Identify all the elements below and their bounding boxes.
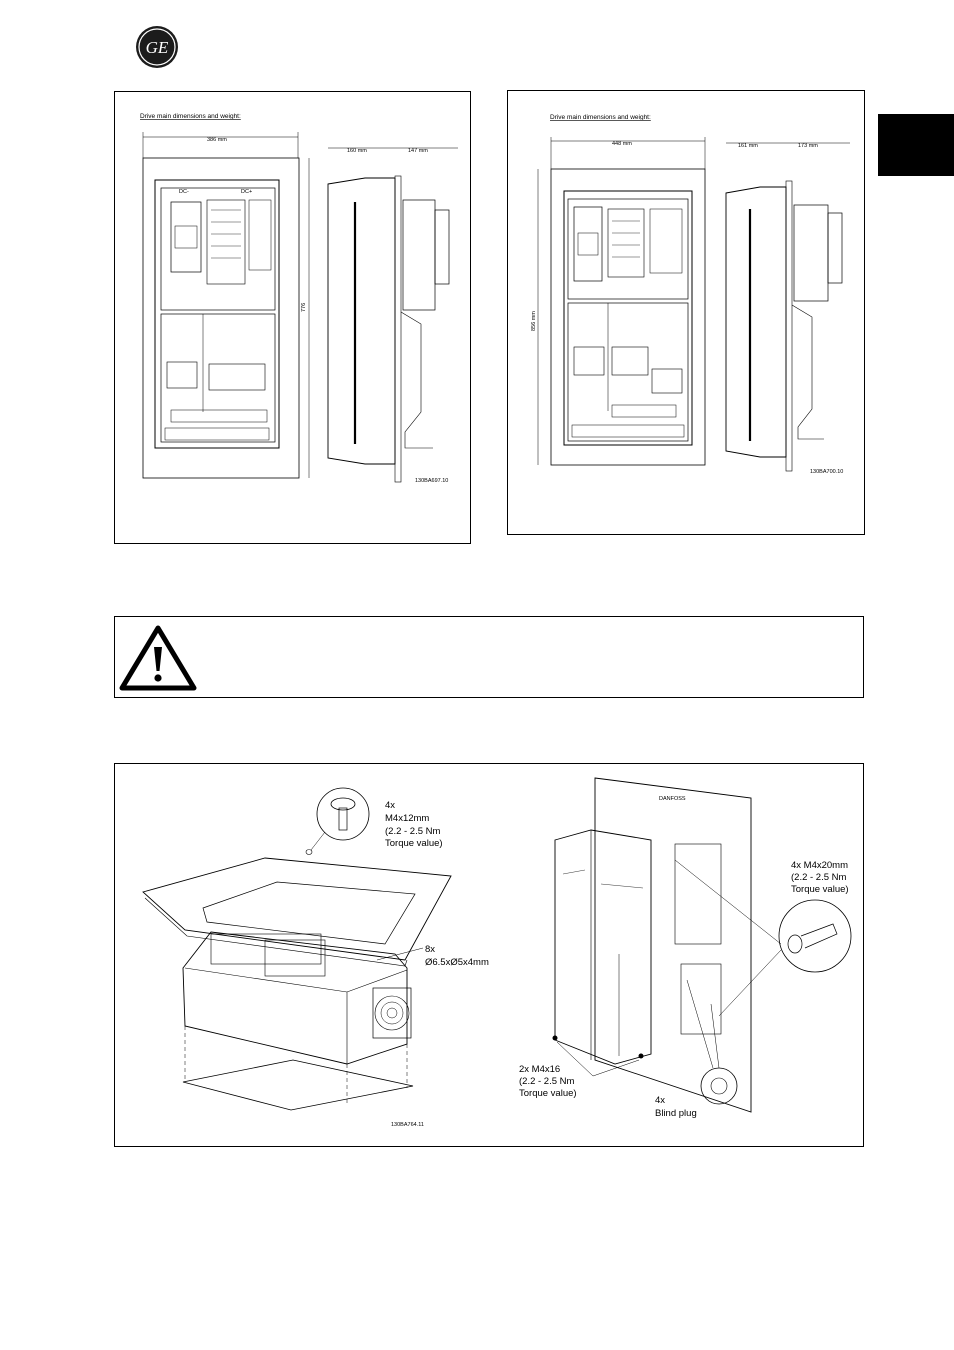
- chapter-tab: [878, 114, 954, 176]
- right-width-dimension: 448 mm: [612, 141, 632, 147]
- ge-logo-monogram: GE: [146, 38, 169, 57]
- assembly-ref-code: 130BA764.11: [391, 1122, 424, 1128]
- ge-logo: GE: [134, 24, 180, 70]
- left-height-dimension: 776: [301, 303, 307, 312]
- figure-right-drawing: Drive main dimensions and weight: 448 mm…: [531, 114, 850, 475]
- left-terminal-label-1: DC-: [179, 189, 189, 195]
- figure-right-caption: Drive main dimensions and weight:: [550, 114, 651, 121]
- left-depth-dimension-1: 160 mm: [347, 148, 367, 154]
- callout-blind-plug: 4x Blind plug: [655, 1095, 697, 1119]
- callout-gasket: 8x Ø6.5xØ5x4mm: [425, 944, 489, 968]
- figure-left-drawing: Drive main dimensions and weight: 386 mm…: [140, 113, 458, 484]
- left-terminal-label-2: DC+: [241, 189, 252, 195]
- callout-screws-top: 4x M4x12mm (2.2 - 2.5 Nm Torque value): [385, 800, 443, 849]
- figure-left-frame: Drive main dimensions and weight: 386 mm…: [114, 91, 471, 544]
- assembly-drawing: 4x M4x12mm (2.2 - 2.5 Nm Torque value) 8…: [142, 777, 852, 1128]
- figure-right-frame: Drive main dimensions and weight: 448 mm…: [507, 90, 865, 535]
- left-width-dimension: 386 mm: [207, 137, 227, 143]
- right-depth-dimension-1: 161 mm: [738, 143, 758, 149]
- assembly-figure-frame: 4x M4x12mm (2.2 - 2.5 Nm Torque value) 8…: [114, 763, 864, 1147]
- right-height-dimension: 856 mm: [531, 311, 537, 331]
- right-depth-dimension-2: 173 mm: [798, 143, 818, 149]
- warning-triangle-icon: [119, 625, 197, 691]
- callout-screws-bottom: 2x M4x16 (2.2 - 2.5 Nm Torque value): [519, 1064, 577, 1099]
- warning-box: [114, 616, 864, 698]
- right-ref-code: 130BA700.10: [810, 469, 843, 475]
- left-depth-dimension-2: 147 mm: [408, 148, 428, 154]
- left-ref-code: 130BA697.10: [415, 478, 448, 484]
- ge-logo-icon: GE: [136, 26, 178, 68]
- callout-screws-side: 4x M4x20mm (2.2 - 2.5 Nm Torque value): [791, 860, 851, 895]
- brand-plate: DANFOSS: [659, 796, 686, 802]
- figure-left-caption: Drive main dimensions and weight:: [140, 113, 241, 120]
